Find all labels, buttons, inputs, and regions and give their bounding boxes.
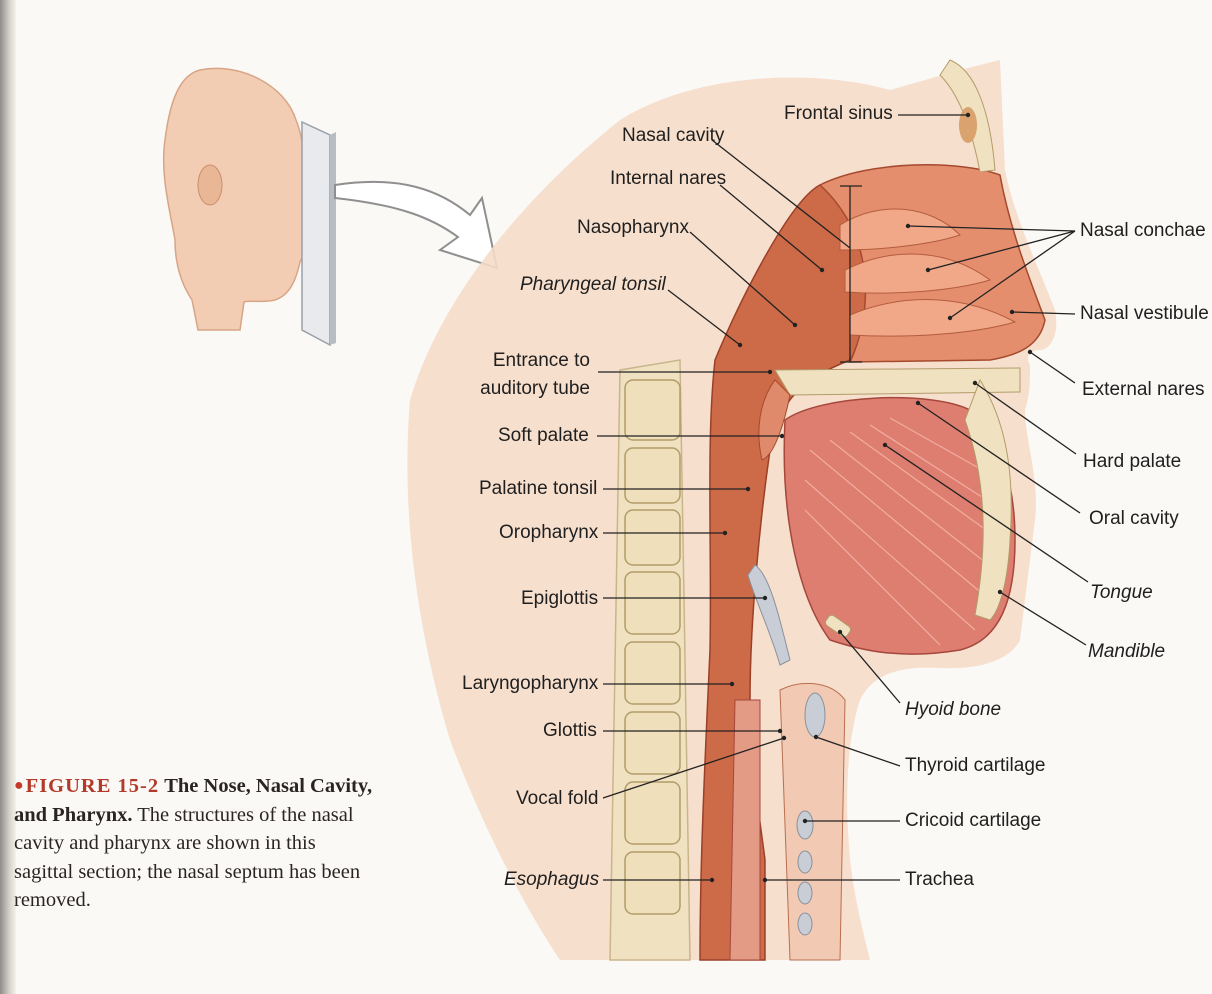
label-trachea: Trachea [905, 869, 974, 891]
label-cricoid-cartilage: Cricoid cartilage [905, 810, 1041, 832]
label-oral-cavity: Oral cavity [1089, 508, 1179, 530]
label-entrance-auditory-line1: Entrance to [470, 350, 590, 372]
label-hard-palate: Hard palate [1083, 451, 1181, 473]
label-thyroid-cartilage: Thyroid cartilage [905, 755, 1045, 777]
figure-number: FIGURE 15-2 [26, 775, 159, 797]
label-oropharynx: Oropharynx [499, 522, 598, 544]
label-nasal-vestibule: Nasal vestibule [1080, 303, 1209, 325]
label-pharyngeal-tonsil: Pharyngeal tonsil [520, 274, 666, 296]
label-frontal-sinus: Frontal sinus [784, 103, 893, 125]
label-palatine-tonsil: Palatine tonsil [479, 478, 597, 500]
label-mandible: Mandible [1088, 641, 1165, 663]
head-orientation-thumbnail [164, 68, 336, 345]
label-laryngopharynx: Laryngopharynx [462, 673, 598, 695]
label-hyoid-bone: Hyoid bone [905, 699, 1001, 721]
figure-caption: ●FIGURE 15-2 The Nose, Nasal Cavity, and… [14, 772, 379, 915]
label-tongue: Tongue [1090, 582, 1153, 604]
label-nasopharynx: Nasopharynx [577, 217, 689, 239]
label-epiglottis: Epiglottis [521, 588, 598, 610]
label-internal-nares: Internal nares [610, 168, 726, 190]
label-vocal-fold: Vocal fold [516, 788, 598, 810]
label-entrance-auditory-line2: auditory tube [440, 378, 590, 400]
bullet-icon: ● [14, 777, 24, 794]
label-glottis: Glottis [543, 720, 597, 742]
label-esophagus: Esophagus [504, 869, 599, 891]
label-soft-palate: Soft palate [498, 425, 589, 447]
arrow-shape [335, 182, 497, 268]
label-nasal-conchae: Nasal conchae [1080, 220, 1206, 242]
label-nasal-cavity: Nasal cavity [622, 125, 724, 147]
label-external-nares: External nares [1082, 379, 1205, 401]
